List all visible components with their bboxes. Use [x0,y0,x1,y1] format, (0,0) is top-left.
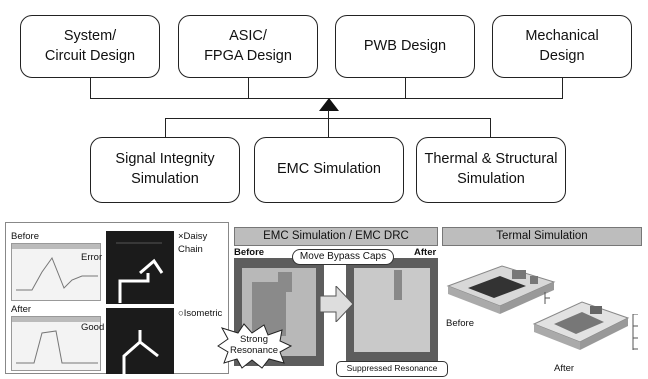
thermal-after-board [532,301,630,350]
suppressed-resonance-label: Suppressed Resonance [336,361,448,377]
thermal-before-label: Before [446,318,474,329]
emc-before-label: Before [234,247,265,258]
si-isometric-label: ○Isometric [178,308,223,319]
si-daisy-chain-label: ×Daisy Chain [178,231,208,255]
connector [328,110,330,137]
emc-simulation-box: EMC Simulation [254,137,404,203]
connector [90,98,563,100]
emc-after-label: After [414,247,437,258]
connector [90,78,92,99]
connector [562,78,564,99]
up-arrow-icon [319,98,339,111]
asic-fpga-design-box: ASIC/ FPGA Design [178,15,318,78]
mechanical-design-box: Mechanical Design [492,15,632,78]
strong-resonance-burst-icon [217,323,292,369]
emc-after-map [346,258,438,362]
pwb-design-box: PWB Design [335,15,475,78]
connector [165,118,491,120]
connector [405,78,407,99]
thermal-scale-icon [544,292,550,304]
si-before-label: Before [11,231,39,242]
si-after-waveform [11,316,101,371]
si-daisy-chain-layout [106,231,174,304]
move-bypass-caps-callout: Move Bypass Caps [292,249,394,265]
thermal-scale-icon [632,314,638,350]
strong-resonance-label: Strong Resonance [229,334,279,357]
thermal-panel-header: Termal Simulation [442,227,642,246]
signal-integrity-panel: Before Error ×Daisy Chain After Good ○Is… [5,222,229,374]
system-circuit-design-box: System/ Circuit Design [20,15,160,78]
right-arrow-icon [320,286,354,322]
si-before-waveform [11,243,101,301]
thermal-before-board [446,265,556,314]
si-isometric-layout [106,308,174,374]
connector [248,78,250,99]
si-error-label: Error [81,252,103,263]
emc-panel-header: EMC Simulation / EMC DRC [234,227,438,246]
si-good-label: Good [81,322,105,333]
signal-integrity-simulation-box: Signal Integnity Simulation [90,137,240,203]
connector [490,118,492,137]
thermal-after-label: After [554,363,575,374]
thermal-structural-simulation-box: Thermal & Structural Simulation [416,137,566,203]
connector [165,118,167,137]
si-after-label: After [11,304,32,315]
